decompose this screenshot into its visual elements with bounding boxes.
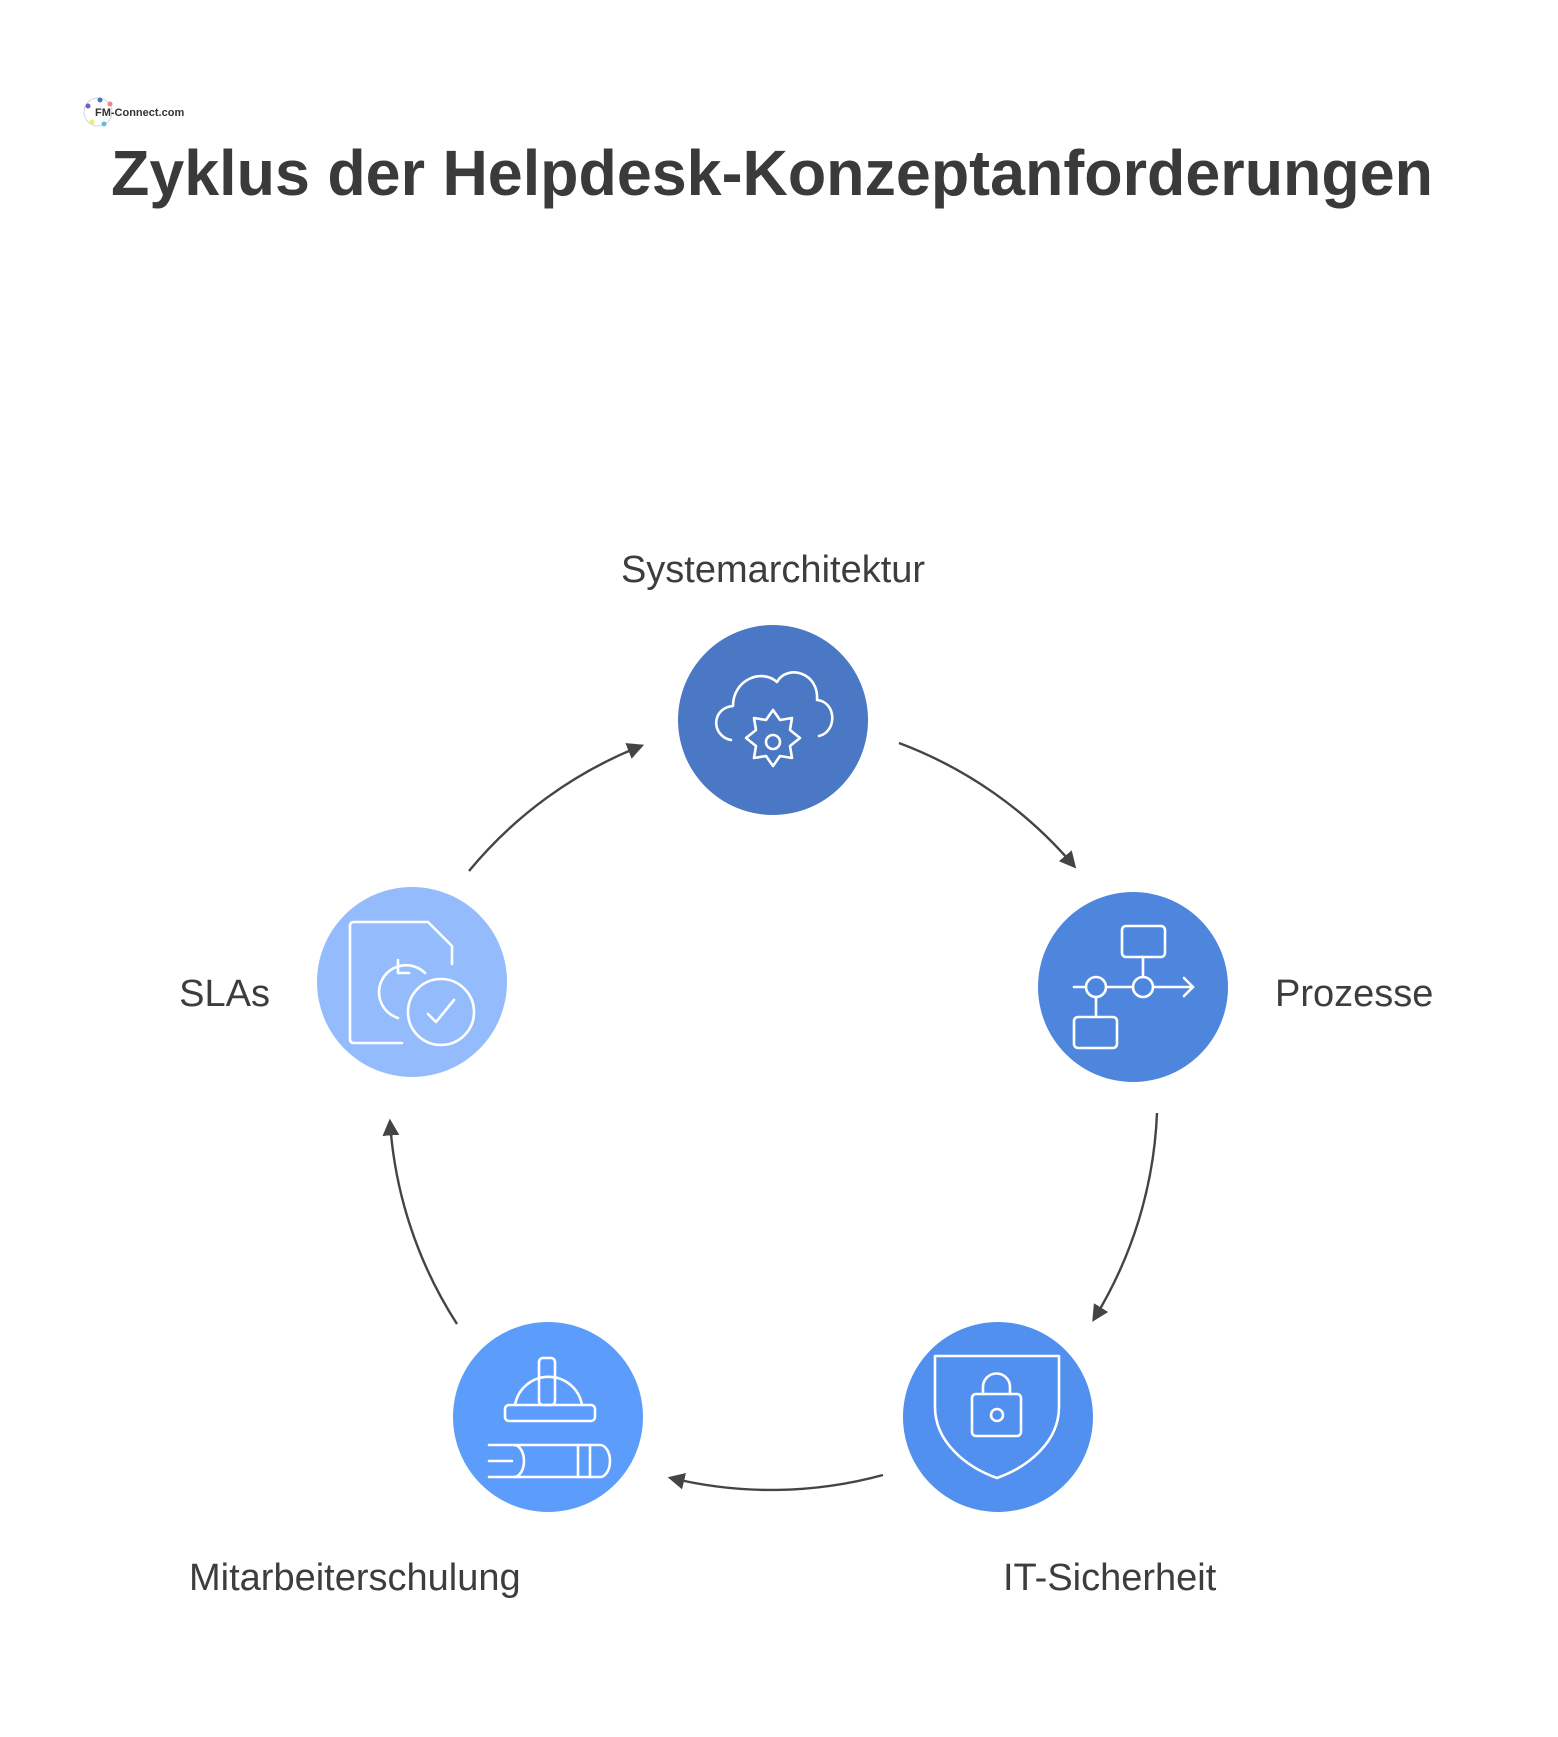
label-prozesse: Prozesse — [1275, 973, 1433, 1015]
arrow-mitarbeiterschulung-to-slas — [382, 1118, 459, 1325]
node-circle — [453, 1322, 643, 1512]
logo-text: FM-Connect.com — [95, 107, 184, 119]
page-title: Zyklus der Helpdesk-Konzeptanforderungen — [111, 137, 1433, 209]
node-circle — [317, 887, 507, 1077]
node-prozesse — [1038, 892, 1228, 1082]
arrow-it-sicherheit-to-mitarbeiterschulung — [667, 1473, 884, 1492]
logo: FM-Connect.com — [83, 97, 184, 127]
node-mitarbeiterschulung — [453, 1322, 643, 1512]
label-slas: SLAs — [179, 973, 270, 1015]
document-clock-check-icon — [348, 920, 476, 1047]
node-circle — [903, 1322, 1093, 1512]
label-systemarchitektur: Systemarchitektur — [621, 549, 925, 591]
node-it-sicherheit — [903, 1322, 1093, 1512]
node-systemarchitektur — [678, 625, 868, 815]
hardhat-book-icon — [487, 1356, 612, 1479]
label-it-sicherheit: IT-Sicherheit — [1003, 1557, 1217, 1599]
process-flow-icon — [1072, 924, 1195, 1050]
arrow-slas-to-systemarchitektur — [468, 743, 645, 872]
label-mitarbeiterschulung: Mitarbeiterschulung — [189, 1557, 521, 1599]
node-circle — [678, 625, 868, 815]
shield-lock-icon — [933, 1354, 1061, 1480]
node-slas — [317, 887, 507, 1077]
cloud-gear-icon — [715, 671, 834, 768]
arrow-systemarchitektur-to-prozesse — [898, 741, 1077, 869]
arrow-prozesse-to-it-sicherheit — [1092, 1112, 1159, 1322]
